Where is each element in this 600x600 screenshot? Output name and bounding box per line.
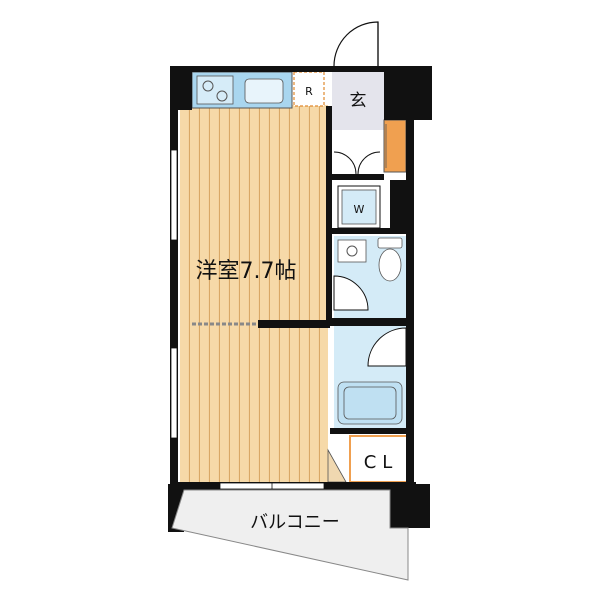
- toilet-icon: [377, 237, 403, 282]
- bathroom-door: [367, 327, 407, 367]
- balcony-label: バルコニー: [250, 512, 340, 533]
- stove-burner-icon: [202, 80, 214, 92]
- closet-door: [327, 448, 347, 483]
- sink-icon: [244, 78, 284, 104]
- washer-label: W: [354, 203, 365, 216]
- shoe-cabinet: [383, 119, 407, 173]
- balcony-window: [219, 482, 325, 490]
- western-room-label: 洋室7.7帖: [196, 259, 297, 284]
- closet: [349, 435, 409, 483]
- fridge-label: R: [305, 85, 313, 98]
- left-windows: [170, 149, 178, 439]
- entrance-floor: [332, 72, 384, 130]
- washbasin: [337, 239, 367, 263]
- toilet-door: [333, 275, 369, 311]
- western-room-floor: [180, 105, 328, 483]
- hall-double-door: [333, 151, 381, 175]
- kitchen-counter: [191, 71, 293, 109]
- closet-label: CL: [364, 452, 399, 473]
- stove-burner-icon: [216, 90, 228, 102]
- bathtub: [337, 381, 403, 425]
- balcony-floor: [171, 489, 409, 581]
- entrance-door: [333, 21, 379, 67]
- fridge-space: [293, 71, 325, 107]
- entrance-label: 玄: [350, 91, 367, 111]
